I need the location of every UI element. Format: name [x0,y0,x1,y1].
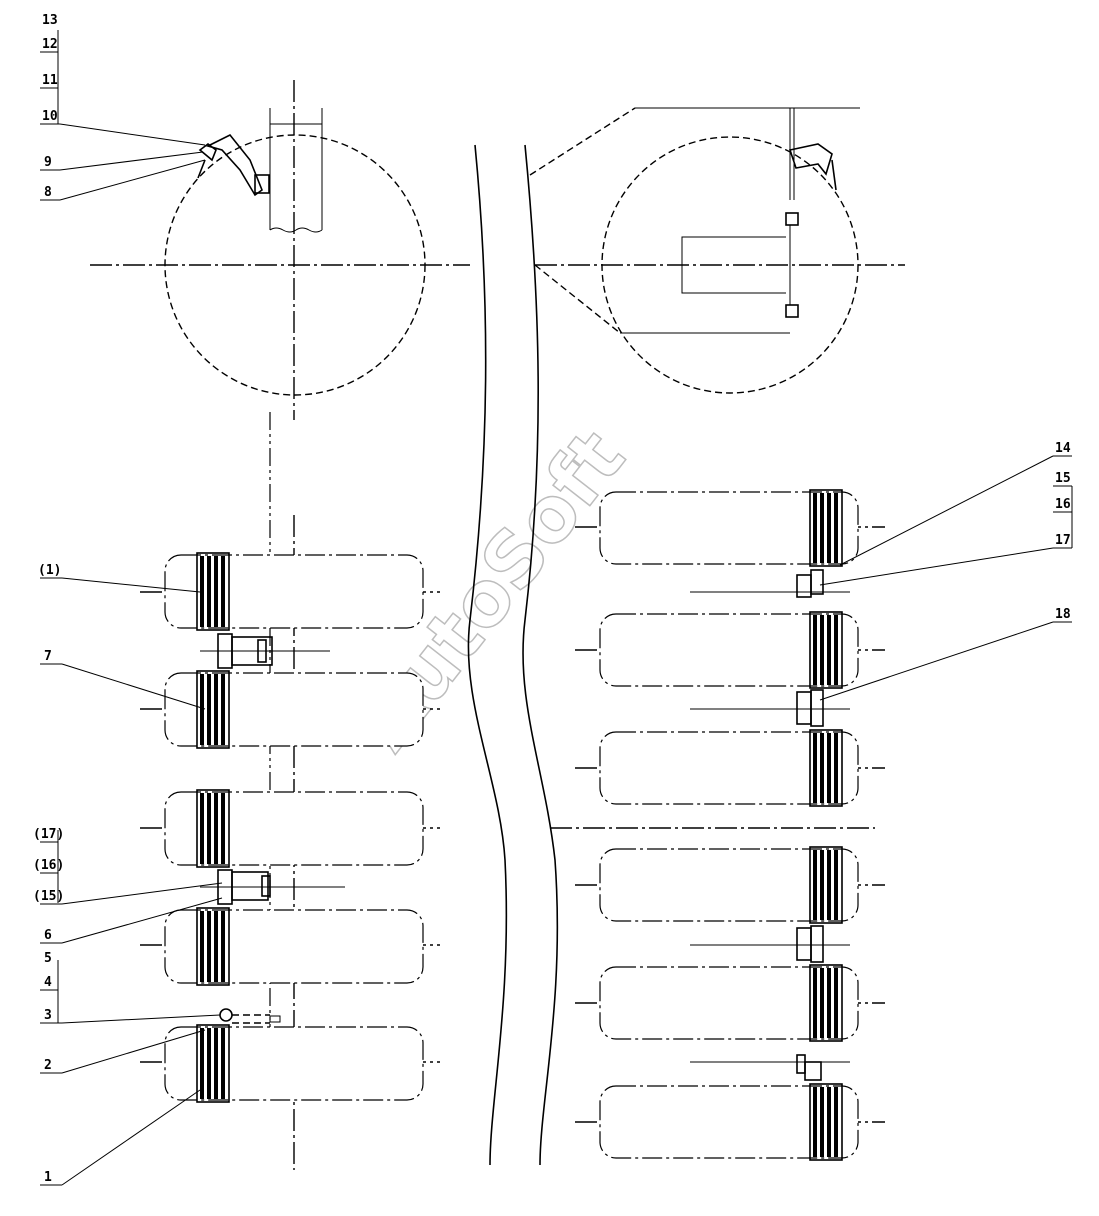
right-bracket-4 [796,1054,822,1081]
callout-2: 2 [44,1058,52,1073]
arm-assembly [205,133,263,197]
right-tyre-1 [599,489,859,567]
callout-6: 6 [44,928,52,943]
road-edge-left [467,144,508,1166]
right-tyre-5 [599,964,859,1042]
right-bracket-1 [796,569,824,598]
callout-18: 18 [1055,607,1071,622]
callout-paren-15: (15) [33,889,64,904]
right-bracket-assembly [788,143,833,176]
right-tyre-3 [599,729,859,807]
right-bracket-2 [796,689,824,727]
callout-15: 15 [1055,471,1071,486]
left-tyre-2 [164,670,424,749]
callout-labels: 13 12 11 10 9 8 14 15 16 17 18 (1) 7 (17… [33,13,1071,1185]
callout-9: 9 [44,155,52,170]
top-right-view [529,107,905,394]
callout-3: 3 [44,1008,52,1023]
callout-12: 12 [42,37,58,52]
left-tyre-3 [164,789,424,868]
callout-13: 13 [42,13,58,28]
callout-10: 10 [42,109,58,124]
left-stud [219,1008,281,1024]
right-tyre-4 [599,846,859,924]
right-tyre-6 [599,1083,859,1161]
callout-17: 17 [1055,533,1071,548]
callout-paren-1: (1) [38,563,61,578]
road-edge-right [522,144,559,1166]
callout-16: 16 [1055,497,1071,512]
right-bracket-3 [796,925,824,963]
left-leaders [40,577,223,1186]
left-bracket-upper [200,633,330,669]
right-tyre-2 [599,611,859,689]
callout-14: 14 [1055,441,1071,456]
callout-11: 11 [42,73,58,88]
left-bracket-lower [200,869,345,905]
left-tyre-5 [164,1024,424,1103]
callout-1: 1 [44,1170,52,1185]
top-left-leaders [40,30,206,201]
callout-paren-17: (17) [33,827,64,842]
callout-7: 7 [44,649,52,664]
top-left-view [90,80,470,420]
callout-5: 5 [44,951,52,966]
callout-4: 4 [44,975,52,990]
callout-paren-16: (16) [33,858,64,873]
callout-8: 8 [44,185,52,200]
left-tyre-1 [164,552,424,631]
left-tyre-4 [164,907,424,986]
right-leaders [819,455,1073,701]
